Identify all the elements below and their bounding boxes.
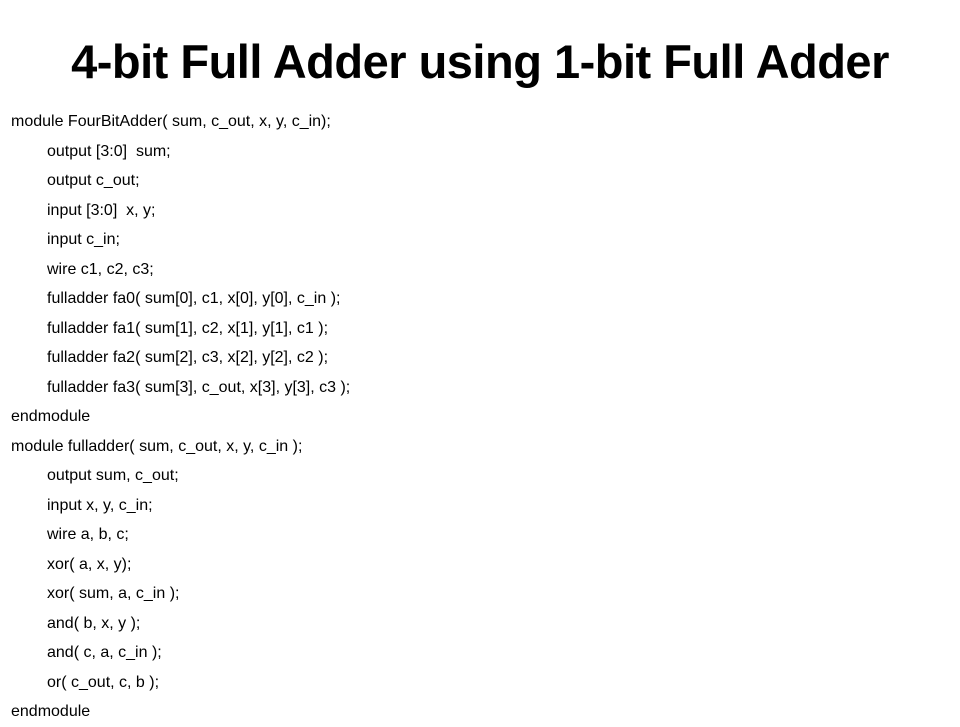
- code-line: fulladder fa0( sum[0], c1, x[0], y[0], c…: [47, 290, 341, 307]
- code-line: fulladder fa1( sum[1], c2, x[1], y[1], c…: [47, 319, 329, 337]
- code-line: input c_in;: [47, 231, 120, 248]
- code-line: xor( a, x, y);: [47, 555, 132, 573]
- code-line: or( c_out, c, b );: [47, 673, 160, 691]
- code-line: xor( sum, a, c_in );: [47, 585, 180, 602]
- code-line: output [3:0] sum;: [47, 142, 171, 160]
- code-line: output c_out;: [47, 172, 140, 189]
- slide-title: 4-bit Full Adder using 1-bit Full Adder: [71, 35, 889, 88]
- code-line: wire c1, c2, c3;: [47, 260, 154, 278]
- code-line: endmodule: [11, 703, 91, 720]
- code-listing: module FourBitAdder( sum, c_out, x, y, c…: [11, 107, 350, 727]
- code-line: wire a, b, c;: [47, 526, 129, 543]
- code-line: endmodule: [11, 408, 91, 425]
- code-line: fulladder fa2( sum[2], c3, x[2], y[2], c…: [47, 349, 329, 366]
- code-line: module FourBitAdder( sum, c_out, x, y, c…: [11, 113, 331, 130]
- code-line: and( b, x, y );: [47, 614, 141, 632]
- code-line: and( c, a, c_in );: [47, 644, 162, 661]
- code-line: input [3:0] x, y;: [47, 201, 156, 219]
- code-line: module fulladder( sum, c_out, x, y, c_in…: [11, 437, 303, 455]
- code-line: fulladder fa3( sum[3], c_out, x[3], y[3]…: [47, 378, 351, 396]
- code-line: input x, y, c_in;: [47, 496, 153, 514]
- code-line: output sum, c_out;: [47, 467, 179, 484]
